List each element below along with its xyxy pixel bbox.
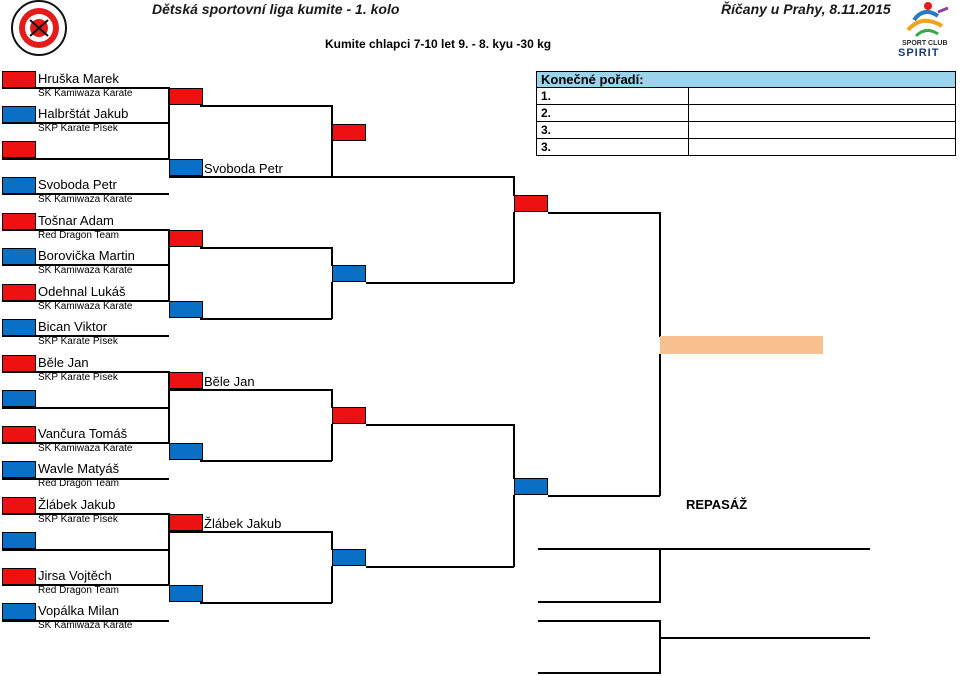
round2-ao-box-2[interactable] (169, 301, 203, 318)
competitor-club: SK Kamiwaza Karate (38, 301, 133, 312)
sport-club-spirit-logo-icon: SPORT CLUB SPIRIT (894, 0, 956, 59)
round3-ao-box-1[interactable] (332, 265, 366, 282)
competitor-club: SK Kamiwaza Karate (38, 443, 133, 454)
ao-box-4[interactable] (2, 177, 36, 194)
ranking-place-1: 1. (537, 88, 689, 104)
aka-box-13[interactable] (2, 497, 36, 514)
competitor-club: SK Kamiwaza Karate (38, 88, 133, 99)
round2-winner-c: Žlábek Jakub (204, 516, 282, 531)
aka-box-5[interactable] (2, 213, 36, 230)
kamiwaza-karate-logo-icon (6, 0, 72, 58)
round2-aka-box-3[interactable] (169, 372, 203, 389)
round2-winner-b: Běle Jan (204, 374, 255, 389)
ao-box-14[interactable] (2, 532, 36, 549)
location-date: Říčany u Prahy, 8.11.2015 (721, 1, 891, 17)
competitor-name: Bican Viktor (38, 319, 108, 334)
aka-box-15[interactable] (2, 568, 36, 585)
competitor-name: Hruška Marek (38, 71, 119, 86)
competitor-club: SKP Karate Písek (38, 372, 118, 383)
ranking-row-2: 2. (536, 105, 956, 122)
round2-ao-box-3[interactable] (169, 443, 203, 460)
competitor-name: Jirsa Vojtěch (38, 568, 112, 583)
round2-aka-box-1[interactable] (169, 88, 203, 105)
round2-winner-a: Svoboda Petr (204, 161, 283, 176)
final-winner-highlight[interactable] (660, 336, 823, 354)
competitor-name: Žlábek Jakub (38, 497, 116, 512)
round2-ao-box-1[interactable] (169, 159, 203, 176)
competitor-club: SK Kamiwaza Karate (38, 265, 133, 276)
aka-box-1[interactable] (2, 71, 36, 88)
ranking-place-3b: 3. (537, 139, 689, 155)
ao-box-10[interactable] (2, 390, 36, 407)
repechage-label: REPASÁŽ (686, 497, 748, 512)
ranking-title: Konečné pořadí: (536, 71, 956, 88)
round2-ao-box-4[interactable] (169, 585, 203, 602)
aka-box-3[interactable] (2, 141, 36, 158)
ao-box-12[interactable] (2, 461, 36, 478)
competitor-name: Vančura Tomáš (38, 426, 128, 441)
round3-ao-box-2[interactable] (332, 549, 366, 566)
competitor-club: SKP Karate Písek (38, 514, 118, 525)
ao-box-2[interactable] (2, 106, 36, 123)
competitor-name: Halbrštát Jakub (38, 106, 129, 121)
competitor-name: Svoboda Petr (38, 177, 117, 192)
round3-aka-box-2[interactable] (332, 407, 366, 424)
round2-aka-box-2[interactable] (169, 230, 203, 247)
spirit-label: SPIRIT (898, 47, 940, 59)
ranking-place-3: 3. (537, 122, 689, 138)
round2-aka-box-4[interactable] (169, 514, 203, 531)
competitor-club: Red Dragon Team (38, 478, 119, 489)
category-title: Kumite chlapci 7-10 let 9. - 8. kyu -30 … (325, 37, 552, 51)
aka-box-11[interactable] (2, 426, 36, 443)
competitor-club: Red Dragon Team (38, 585, 119, 596)
competitor-club: SKP Karate Písek (38, 123, 118, 134)
ao-box-16[interactable] (2, 603, 36, 620)
ao-box-6[interactable] (2, 248, 36, 265)
competitor-name: Vopálka Milan (38, 603, 119, 618)
semifinal-ao-box[interactable] (514, 478, 548, 495)
round3-aka-box-1[interactable] (332, 124, 366, 141)
ao-box-8[interactable] (2, 319, 36, 336)
competitor-name: Borovička Martin (38, 248, 135, 263)
ranking-place-2: 2. (537, 105, 689, 121)
competitor-club: SKP Karate Písek (38, 336, 118, 347)
competitor-name: Wavle Matyáš (38, 461, 120, 476)
competitor-name: Běle Jan (38, 355, 89, 370)
ranking-row-4: 3. (536, 139, 956, 156)
competitor-name: Odehnal Lukáš (38, 284, 126, 299)
competitor-name: Tošnar Adam (38, 213, 114, 228)
aka-box-9[interactable] (2, 355, 36, 372)
ranking-row-3: 3. (536, 122, 956, 139)
competitor-club: SK Kamiwaza Karate (38, 194, 133, 205)
ranking-row-1: 1. (536, 88, 956, 105)
aka-box-7[interactable] (2, 284, 36, 301)
sport-club-label: SPORT CLUB (902, 40, 948, 47)
semifinal-aka-box[interactable] (514, 195, 548, 212)
competitor-club: SK Kamiwaza Karate (38, 620, 133, 631)
event-title: Dětská sportovní liga kumite - 1. kolo (152, 1, 400, 17)
competitor-club: Red Dragon Team (38, 230, 119, 241)
